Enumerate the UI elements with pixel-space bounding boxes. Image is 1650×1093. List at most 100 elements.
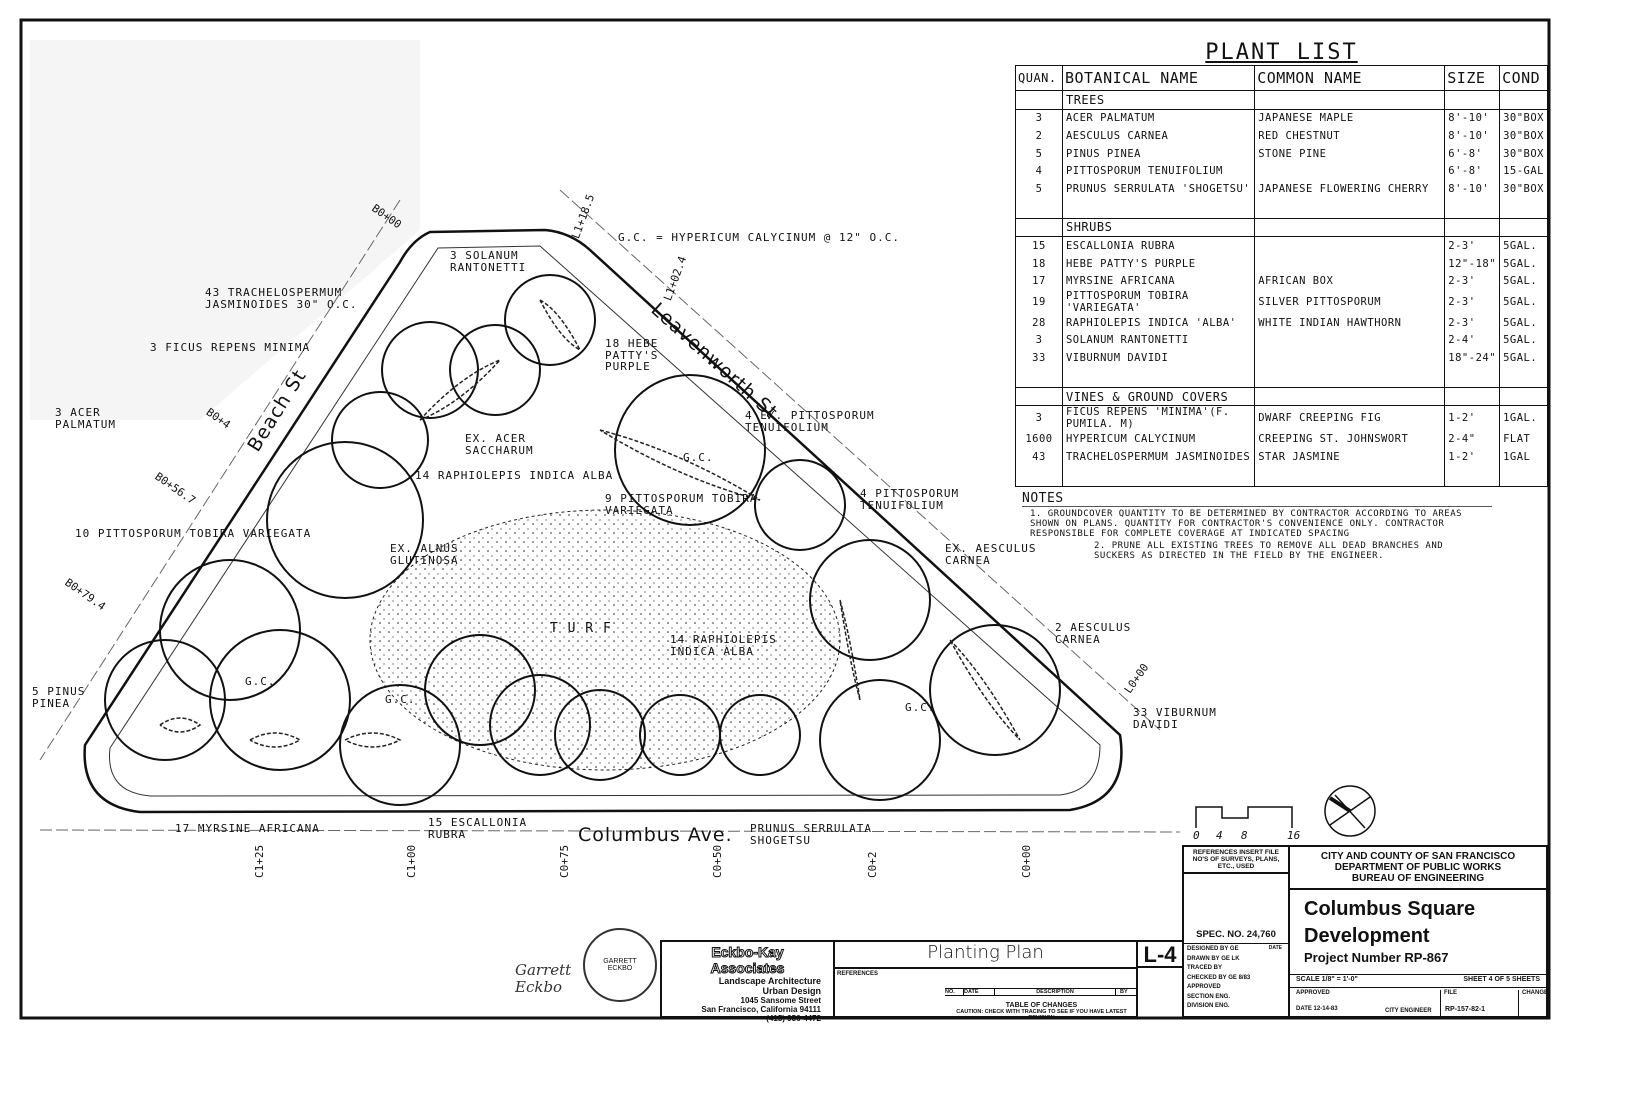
plant-size: 1-2'	[1444, 405, 1501, 431]
label-ex-aesculus: EX. AESCULUS CARNEA	[945, 542, 1037, 567]
shrub-mass	[249, 732, 302, 748]
section-cell	[1444, 90, 1501, 110]
firm-line: Landscape Architecture	[718, 976, 821, 986]
blank-cell	[1444, 465, 1501, 487]
tree-canopy	[331, 391, 429, 489]
label-gc: G.C.	[245, 675, 276, 688]
plant-common: SILVER PITTOSPORUM	[1254, 289, 1446, 314]
changes-caution: CAUTION: CHECK WITH TRACING TO SEE IF YO…	[956, 1009, 1127, 1021]
section-cell	[1254, 386, 1446, 407]
plant-common: AFRICAN BOX	[1254, 272, 1446, 290]
blank-cell	[1061, 465, 1256, 487]
blank-cell	[1061, 366, 1256, 388]
plant-cond: 30"BOX	[1499, 179, 1548, 198]
blank-cell	[1254, 366, 1446, 388]
tree-canopy	[381, 321, 479, 419]
plant-size: 18"-24"	[1444, 349, 1501, 367]
tree-canopies	[104, 274, 1061, 806]
existing-paving	[30, 40, 420, 420]
label-gc: G.C.	[683, 451, 714, 464]
approved-label: APPROVED	[1296, 990, 1330, 996]
blank-cell	[1444, 366, 1501, 388]
section-cell	[1254, 90, 1446, 110]
plant-botanical: HYPERICUM CALYCINUM	[1061, 430, 1256, 448]
plant-quan: 17	[1015, 272, 1063, 290]
plant-botanical: SOLANUM RANTONETTI	[1061, 331, 1256, 350]
spec-no: SPEC. NO. 24,760	[1196, 929, 1276, 940]
signature: Garrett Eckbo	[515, 961, 572, 996]
blank-cell	[1499, 366, 1548, 388]
label-turf: T U R F	[550, 621, 612, 636]
plant-size: 1-2'	[1444, 447, 1501, 466]
shrub-mass	[419, 359, 501, 421]
plant-size: 2-3'	[1444, 272, 1501, 290]
plant-cond: 5GAL.	[1499, 349, 1548, 367]
label-gc: G.C.	[905, 701, 936, 714]
changes-col: DESCRIPTION	[995, 989, 1116, 995]
file-label: FILE	[1440, 990, 1457, 1018]
tree-canopy	[719, 694, 801, 776]
refs-header: REFERENCES INSERT FILE NO'S OF SURVEYS, …	[1184, 847, 1288, 874]
plant-cond: 5GAL.	[1499, 331, 1548, 350]
tree-canopy	[809, 539, 931, 661]
scale-bar	[1195, 806, 1293, 828]
section-eng: SECTION ENG.	[1187, 993, 1231, 1000]
plant-quan: 18	[1015, 254, 1063, 273]
note-item: 1. GROUNDCOVER QUANTITY TO BE DETERMINED…	[1030, 509, 1463, 539]
tree-canopy	[614, 374, 766, 526]
label-prunus: PRUNUS SERRULATA SHOGETSU	[750, 822, 872, 847]
plant-common	[1254, 254, 1446, 273]
label-trachelospermum: 43 TRACHELOSPERMUM JASMINOIDES 30" O.C.	[205, 286, 358, 311]
tree-canopy	[339, 684, 461, 806]
tree-canopy	[489, 674, 591, 776]
plant-botanical: PITTOSPORUM TOBIRA 'VARIEGATA'	[1061, 289, 1256, 314]
plant-quan: 19	[1015, 289, 1063, 314]
plant-botanical: MYRSINE AFRICANA	[1061, 272, 1256, 290]
note-item: 2. PRUNE ALL EXISTING TREES TO REMOVE AL…	[1094, 541, 1444, 561]
date-label: DATE	[1268, 945, 1282, 951]
label-ex-alnus: EX. ALNUS GLUTINOSA	[390, 542, 459, 567]
tree-canopy	[554, 689, 646, 781]
plant-list-table: QUAN. BOTANICAL NAME COMMON NAME SIZE CO…	[1015, 65, 1548, 487]
plant-botanical: VIBURNUM DAVIDI	[1061, 349, 1256, 367]
section-name: VINES & GROUND COVERS	[1061, 386, 1256, 407]
agency-line: CITY AND COUNTY OF SAN FRANCISCO	[1320, 851, 1516, 862]
plant-botanical: ESCALLONIA RUBRA	[1061, 236, 1256, 255]
blank-cell	[1015, 366, 1063, 388]
plant-quan: 3	[1015, 405, 1063, 431]
tree-canopy	[104, 639, 226, 761]
city-engineer: CITY ENGINEER	[1385, 1008, 1432, 1014]
plant-size: 6'-8'	[1444, 144, 1501, 163]
plant-quan: 28	[1015, 313, 1063, 332]
approved-label: APPROVED	[1187, 984, 1221, 990]
label-hebe: 18 HEBE PATTY'S PURPLE	[605, 337, 659, 374]
firm-name: Eckbo-Kay Associates	[710, 944, 785, 977]
project-block: CITY AND COUNTY OF SAN FRANCISCO DEPARTM…	[1288, 845, 1548, 1018]
plant-size: 8'-10'	[1444, 109, 1501, 128]
label-pinus: 5 PINUS PINEA	[32, 685, 86, 710]
plant-botanical: AESCULUS CARNEA	[1061, 127, 1256, 145]
scale-tick: 4	[1216, 829, 1223, 842]
label-myrsine: 17 MYRSINE AFRICANA	[175, 822, 320, 835]
agency-line: DEPARTMENT OF PUBLIC WORKS	[1334, 862, 1502, 873]
tree-canopy	[266, 441, 424, 599]
changes-col: DATE	[964, 989, 995, 995]
plant-cond: 1GAL.	[1499, 405, 1548, 431]
approved-date: DATE 12-14-83	[1296, 1006, 1338, 1012]
plant-quan: 5	[1015, 144, 1063, 163]
label-acer: 3 ACER PALMATUM	[55, 406, 116, 431]
col-common: COMMON NAME	[1254, 65, 1446, 91]
plant-size: 2-3'	[1444, 289, 1501, 314]
section-quan	[1015, 386, 1063, 407]
table-of-changes: NO. DATE DESCRIPTION BY TABLE OF CHANGES…	[945, 988, 1138, 1021]
plant-botanical: FICUS REPENS 'MINIMA'(F. PUMILA. M)	[1061, 405, 1256, 431]
designed-by: DESIGNED BY GE	[1187, 946, 1239, 952]
label-pittosporum-tobira-left: 10 PITTOSPORUM TOBIRA VARIEGATA	[75, 527, 312, 540]
